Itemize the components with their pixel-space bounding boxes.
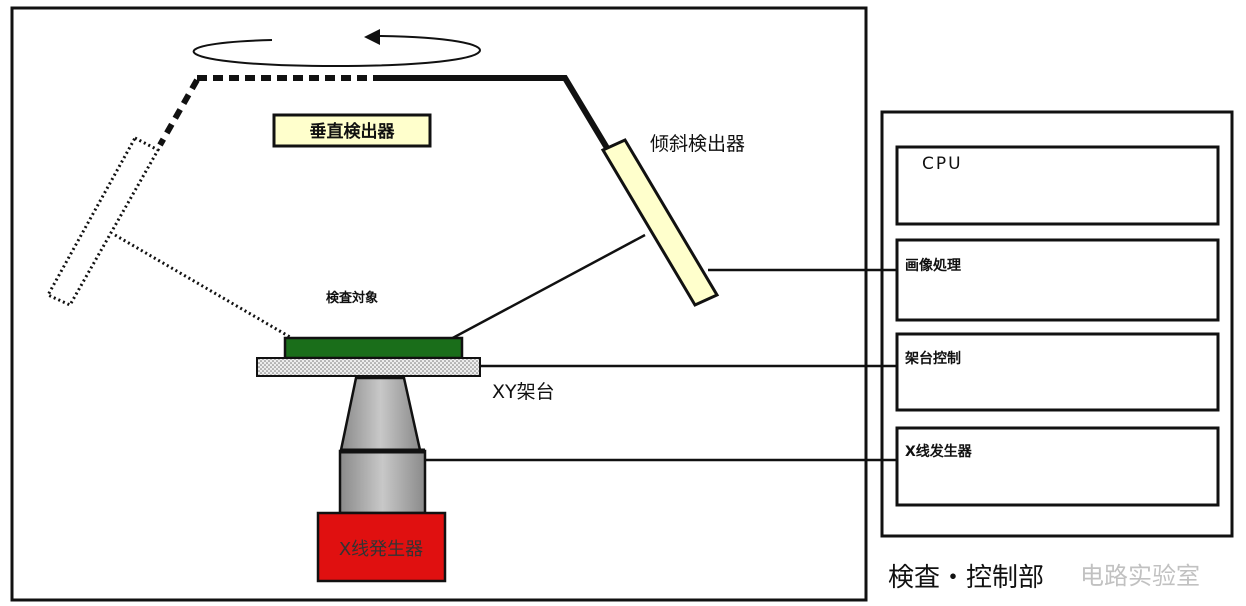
control-panel-caption: 検査・控制部 bbox=[888, 563, 1044, 593]
stage-control-label: 架台控制 bbox=[904, 350, 961, 367]
xray-source-label: X线発生器 bbox=[339, 539, 423, 560]
xray-tube-cone bbox=[339, 376, 422, 452]
ghost-tilted-detector bbox=[45, 135, 161, 307]
inspection-chamber-frame bbox=[10, 6, 868, 602]
inspection-target-label: 検査対象 bbox=[326, 290, 378, 306]
image-processing-label: 画像処理 bbox=[905, 257, 961, 274]
arm-dashed-diagonal bbox=[157, 78, 200, 147]
xy-stage bbox=[256, 357, 481, 377]
cpu-label: CPU bbox=[922, 154, 963, 174]
control-panel-frame bbox=[880, 110, 1234, 538]
control-block-image-processing: 画像処理 bbox=[895, 238, 1220, 322]
watermark: 电路实验室 bbox=[1080, 562, 1200, 590]
xray-generator-label: X线发生器 bbox=[905, 443, 973, 460]
arm-solid bbox=[375, 75, 610, 150]
inspection-target bbox=[283, 336, 464, 360]
xray-source bbox=[316, 511, 447, 583]
xy-stage-label: XY架台 bbox=[492, 381, 555, 403]
control-block-stage-control: 架台控制 bbox=[895, 332, 1220, 412]
tilted-detector-label: 倾斜検出器 bbox=[650, 133, 745, 155]
vertical-detector-label: 垂直検出器 bbox=[310, 121, 396, 142]
vertical-detector bbox=[272, 113, 432, 148]
xray-tube-body bbox=[338, 449, 427, 515]
control-block-cpu: CPU bbox=[895, 145, 1220, 226]
control-block-xray-generator: X线发生器 bbox=[895, 426, 1220, 507]
rotation-ellipse bbox=[192, 35, 481, 68]
tilted-detector bbox=[600, 138, 720, 307]
rotation-arrow-icon bbox=[364, 29, 380, 45]
